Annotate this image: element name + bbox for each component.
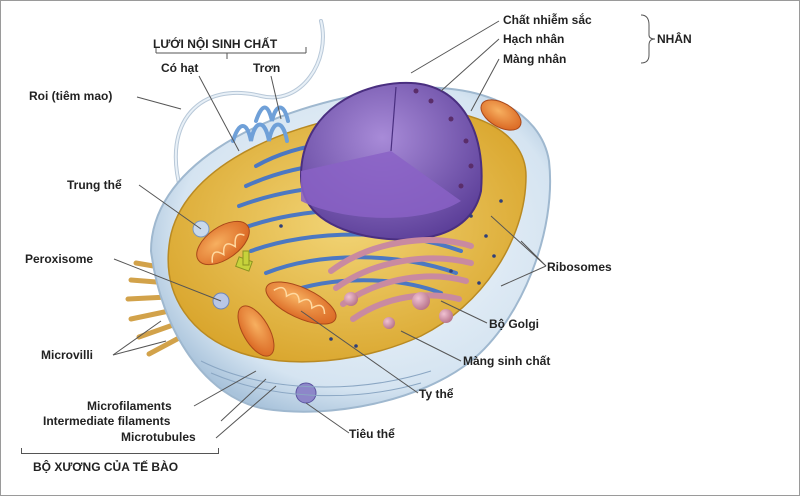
intermediate-filaments-label: Intermediate filaments: [43, 414, 171, 428]
ribosomes-label: Ribosomes: [547, 260, 612, 274]
plasma-membrane-label: Màng sinh chất: [463, 354, 551, 368]
chromatin-label: Chất nhiễm sắc: [503, 13, 592, 27]
microvilli-label: Microvilli: [41, 348, 94, 362]
er-title: LƯỚI NỘI SINH CHẤT: [153, 37, 278, 51]
nuclear-pores: [413, 88, 474, 189]
peroxisome-label: Peroxisome: [25, 252, 94, 266]
cytoskeleton-label: BỘ XƯƠNG CỦA TẾ BÀO: [33, 460, 179, 474]
lysosome-label: Tiêu thể: [349, 427, 395, 441]
nucleolus-label: Hạch nhân: [503, 32, 565, 46]
golgi-label: Bộ Golgi: [489, 317, 539, 331]
mitochondria-label: Ty thể: [419, 387, 454, 401]
microtubules-label: Microtubules: [121, 430, 196, 444]
nuclear-membrane-label: Màng nhân: [503, 52, 567, 66]
centrosome-label: Trung thể: [67, 178, 122, 192]
mitochondria: [196, 99, 522, 357]
cytoskeleton-fibers: [200, 360, 432, 397]
cytoskeleton-bracket: [21, 448, 219, 454]
smooth-er: [231, 105, 290, 143]
nucleus-label: NHÂN: [657, 32, 692, 46]
rough-er-label: Có hạt: [161, 61, 199, 75]
vesicles: [344, 292, 453, 329]
ribosome-dots: [279, 199, 503, 348]
nucleus-cutaway: [301, 151, 461, 218]
centrosome-organelle: [235, 250, 253, 272]
microfilaments-label: Microfilaments: [87, 399, 172, 413]
leader-lines: [112, 14, 656, 439]
smooth-er-label: Trơn: [253, 61, 281, 75]
flagellum-label: Roi (tiêm mao): [29, 89, 113, 103]
